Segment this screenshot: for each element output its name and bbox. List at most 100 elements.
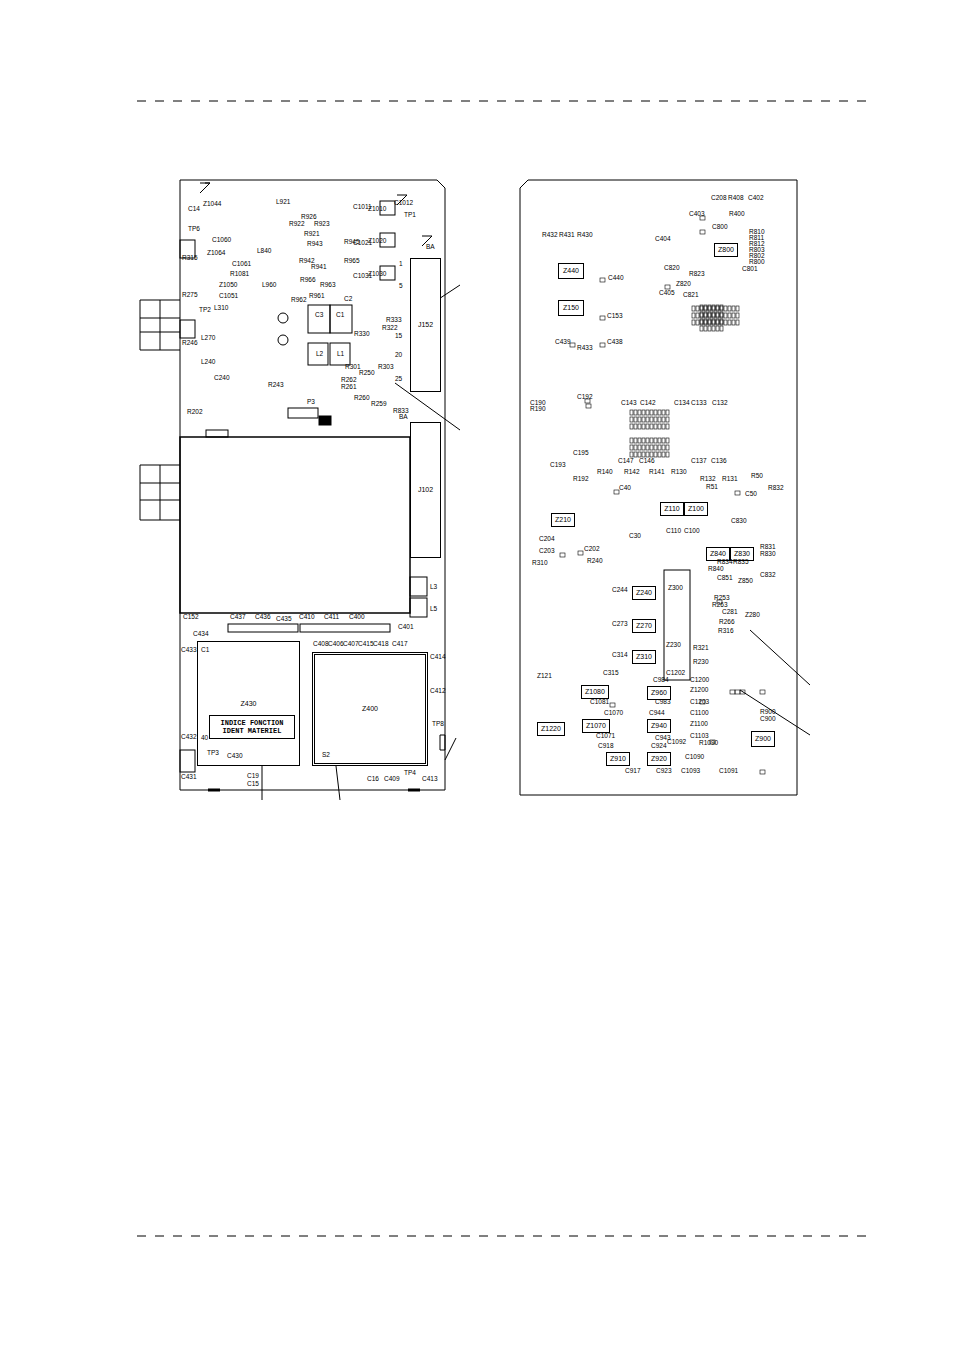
component-outline: Z940	[647, 719, 671, 733]
component-outline: Z110	[660, 502, 684, 516]
part-reference: Z280	[745, 612, 760, 619]
part-reference: L240	[201, 359, 215, 366]
part-reference: TP8	[432, 721, 444, 728]
pad	[638, 417, 641, 422]
part-reference: R230	[693, 659, 709, 666]
pad	[586, 404, 591, 408]
pad	[638, 438, 641, 443]
component-label: Z100	[688, 505, 704, 513]
pad	[600, 316, 605, 320]
component-label: J152	[418, 321, 433, 329]
inductor-pad	[410, 598, 427, 617]
part-reference: Z1044	[203, 201, 221, 208]
pad	[712, 319, 715, 324]
part-reference: C409	[384, 776, 400, 783]
part-reference: C918	[598, 743, 614, 750]
part-reference: R130	[671, 469, 687, 476]
pad	[712, 326, 715, 331]
part-reference: C1031	[353, 273, 372, 280]
part-reference: Z1064	[207, 250, 225, 257]
pad	[732, 306, 735, 311]
component-label: Z920	[651, 755, 667, 763]
part-reference: R965	[344, 258, 360, 265]
part-reference: R262	[341, 377, 357, 384]
pad	[666, 417, 669, 422]
connector-outline: J102	[410, 422, 441, 558]
component-outline: Z800	[714, 243, 738, 257]
part-reference: Z1010	[368, 206, 386, 213]
pad	[700, 320, 703, 325]
pad	[658, 445, 661, 450]
part-reference: C146	[639, 458, 655, 465]
part-reference: R963	[320, 282, 336, 289]
part-reference: R243	[268, 382, 284, 389]
part-reference: C439	[555, 339, 571, 346]
part-reference: L960	[262, 282, 276, 289]
part-reference: R900	[760, 709, 776, 716]
part-reference: C412	[430, 688, 446, 695]
pad	[630, 424, 633, 429]
pad	[634, 424, 637, 429]
part-reference: L3	[430, 584, 437, 591]
part-reference: L270	[201, 335, 215, 342]
pad	[716, 306, 719, 311]
part-reference: C1060	[212, 237, 231, 244]
part-reference: R962	[291, 297, 307, 304]
component-label: Z1220	[541, 725, 561, 733]
part-reference: L1	[337, 351, 344, 358]
part-reference: C132	[712, 400, 728, 407]
part-reference: R400	[729, 211, 745, 218]
part-reference: C851	[717, 575, 733, 582]
pad	[692, 320, 695, 325]
leader-line	[740, 690, 810, 735]
pad	[634, 417, 637, 422]
part-reference: C438	[607, 339, 623, 346]
part-reference: R408	[728, 195, 744, 202]
pad	[658, 452, 661, 457]
pad	[646, 424, 649, 429]
component-label: Z800	[718, 246, 734, 254]
component-outline: Z920	[647, 752, 671, 766]
leader-line	[750, 630, 810, 685]
part-reference: 20	[395, 352, 402, 359]
part-reference: C50	[745, 491, 757, 498]
component-outline: Z150	[558, 300, 584, 316]
ground-hatch	[440, 735, 445, 750]
pad	[732, 313, 735, 318]
part-reference: R830	[760, 551, 776, 558]
part-reference: C435	[276, 616, 292, 623]
part-reference: L310	[214, 305, 228, 312]
component-label: Z900	[755, 735, 771, 743]
component-label: Z110	[664, 505, 679, 513]
part-reference: TP2	[199, 307, 211, 314]
part-reference: R192	[573, 476, 589, 483]
part-reference: L840	[257, 248, 271, 255]
part-reference: S2	[322, 752, 330, 759]
pad	[634, 438, 637, 443]
part-reference: C406	[328, 641, 344, 648]
part-reference: C413	[422, 776, 438, 783]
part-reference: C924	[651, 743, 667, 750]
part-reference: R823	[689, 271, 705, 278]
part-reference: R832	[768, 485, 784, 492]
capacitor-row	[228, 624, 298, 632]
part-reference: C1091	[719, 768, 738, 775]
part-reference: C281	[722, 609, 738, 616]
part-reference: C415	[358, 641, 374, 648]
pad	[646, 445, 649, 450]
part-reference: R259	[371, 401, 387, 408]
part-reference: C153	[607, 313, 623, 320]
part-reference: C100	[684, 528, 700, 535]
leader-line	[262, 766, 263, 800]
part-reference: Z820	[676, 281, 691, 288]
pad	[735, 491, 740, 495]
part-reference: C142	[640, 400, 656, 407]
pad	[654, 410, 657, 415]
pad	[716, 326, 719, 331]
pad	[728, 306, 731, 311]
pad	[692, 313, 695, 318]
pad	[638, 452, 641, 457]
part-reference: C432	[181, 734, 197, 741]
ground-mark	[408, 789, 420, 792]
